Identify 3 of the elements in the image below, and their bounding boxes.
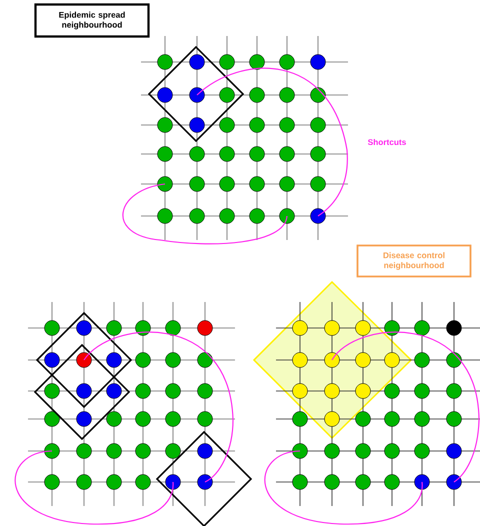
title-box: Epidemic spread neighbourhood xyxy=(34,3,150,38)
title-box: Disease control neighbourhood xyxy=(356,244,472,278)
shortcut-label: Shortcuts xyxy=(368,138,406,146)
